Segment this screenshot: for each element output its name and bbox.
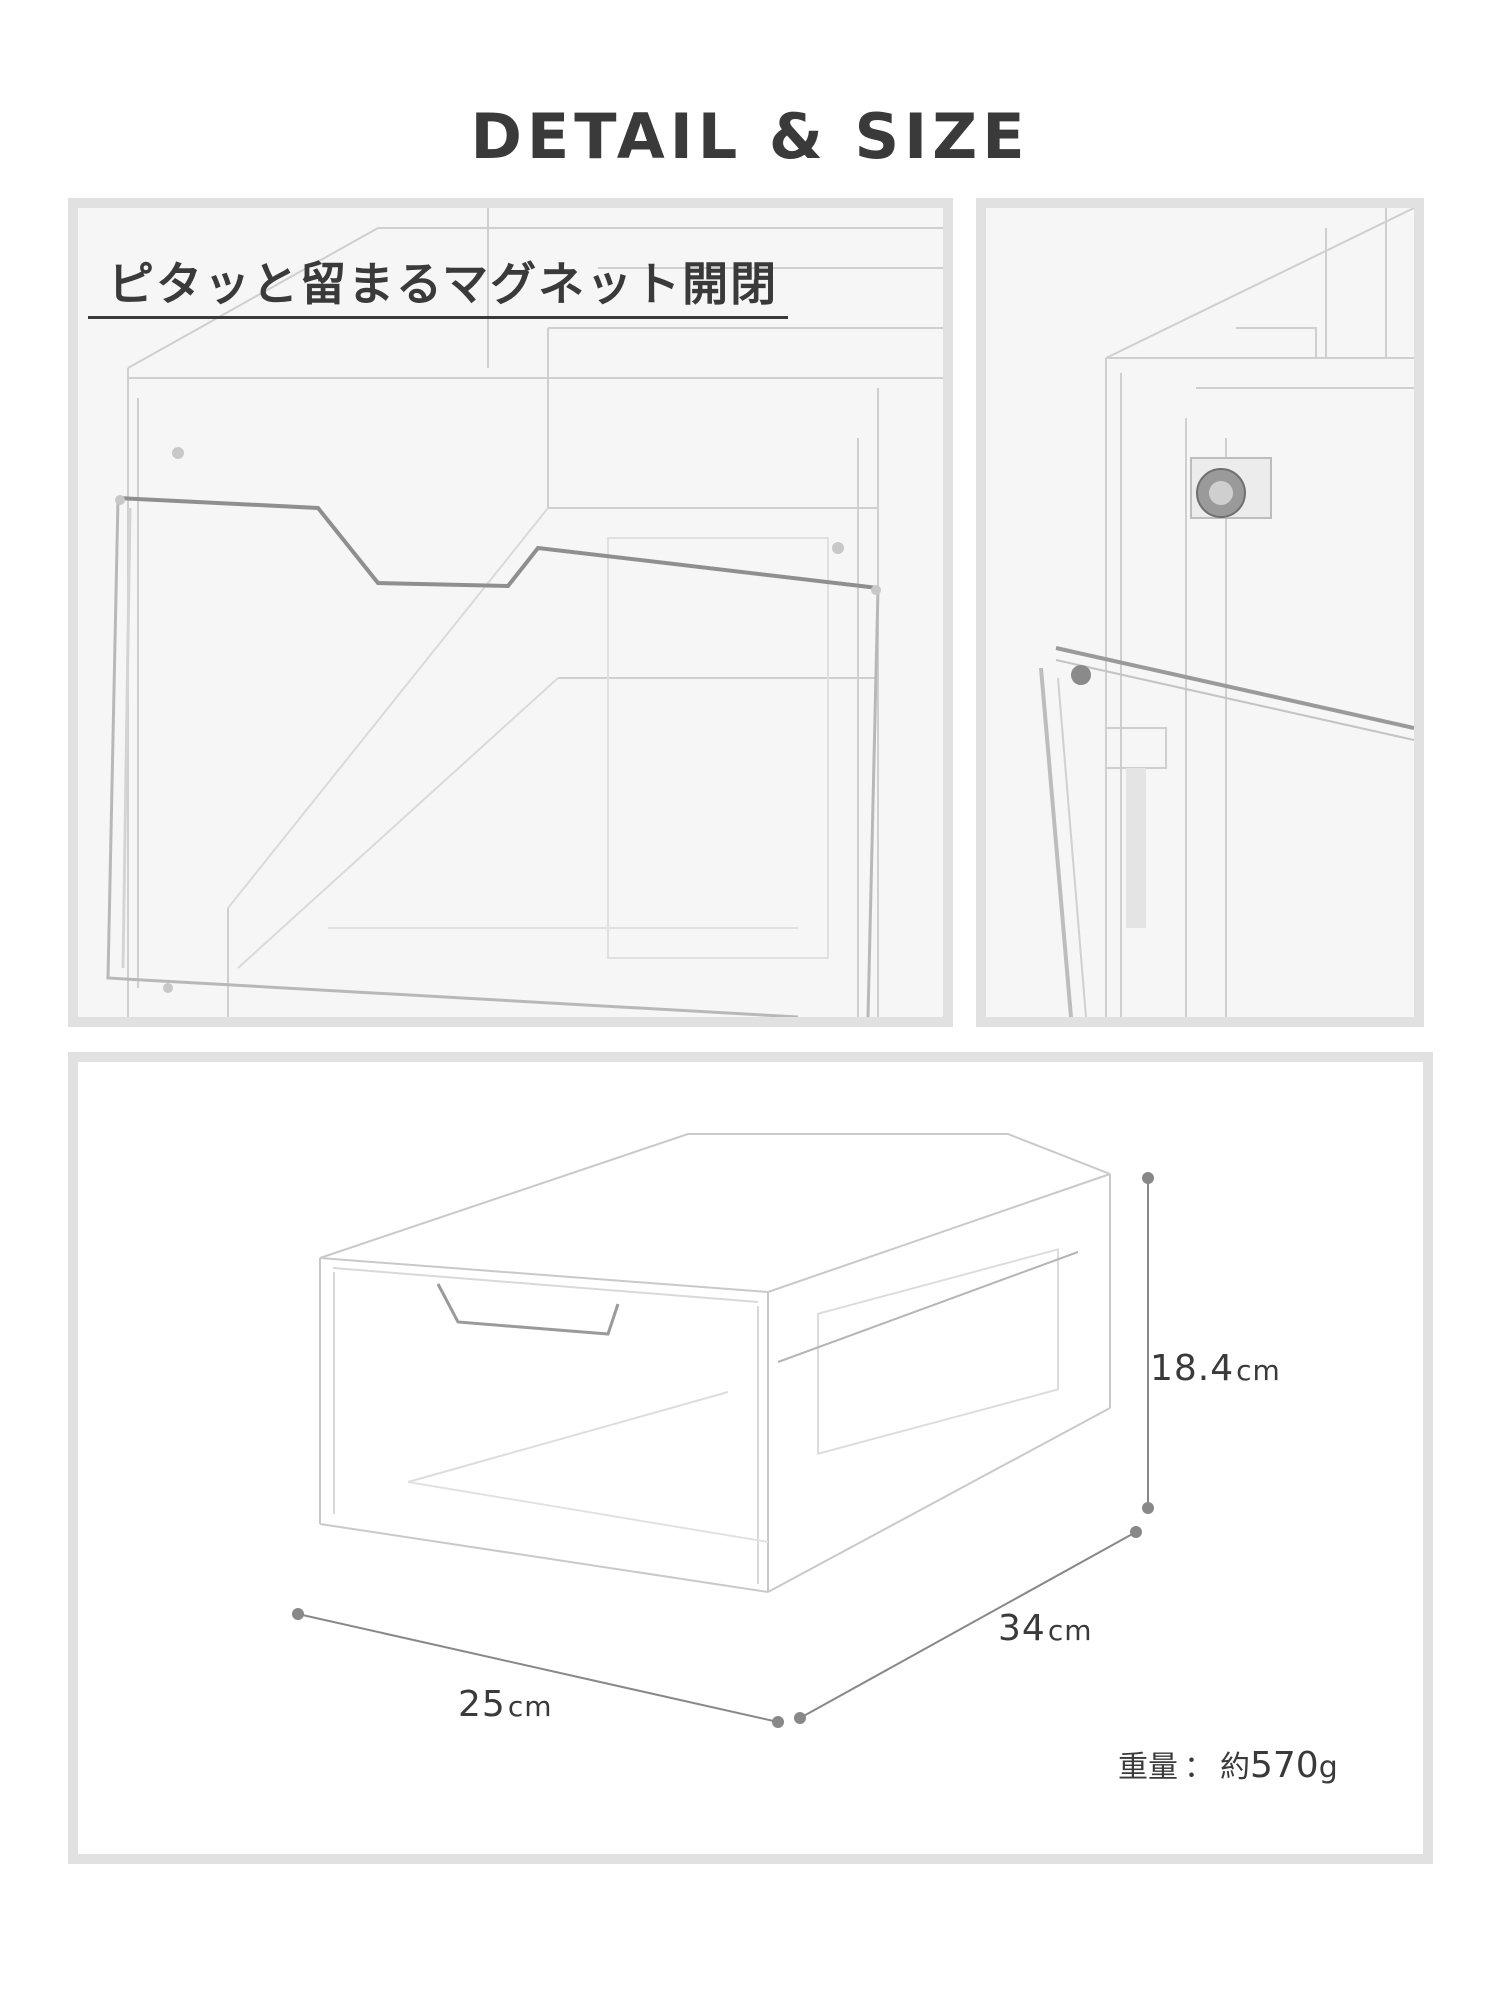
size-diagram-panel: 18.4cm 34cm 25cm 重量：約570g <box>68 1052 1433 1864</box>
clear-box-door-illustration <box>106 208 943 1017</box>
depth-dimension-label: 34cm <box>998 1608 1093 1649</box>
height-dimension-label: 18.4cm <box>1150 1348 1281 1389</box>
page-title: DETAIL & SIZE <box>470 100 1030 173</box>
clear-box-size-illustration <box>292 1133 1154 1728</box>
weight-label: 重量：約570g <box>1118 1745 1338 1786</box>
detail-photo-front-door: ピタッと留まるマグネット開閉 <box>68 198 953 1027</box>
caption-underline <box>88 316 788 319</box>
magnet-closeup-illustration <box>1039 208 1414 1017</box>
width-dimension-label: 25cm <box>458 1684 553 1725</box>
detail-photo-magnet-hinge <box>976 198 1424 1027</box>
feature-caption: ピタッと留まるマグネット開閉 <box>108 257 779 311</box>
